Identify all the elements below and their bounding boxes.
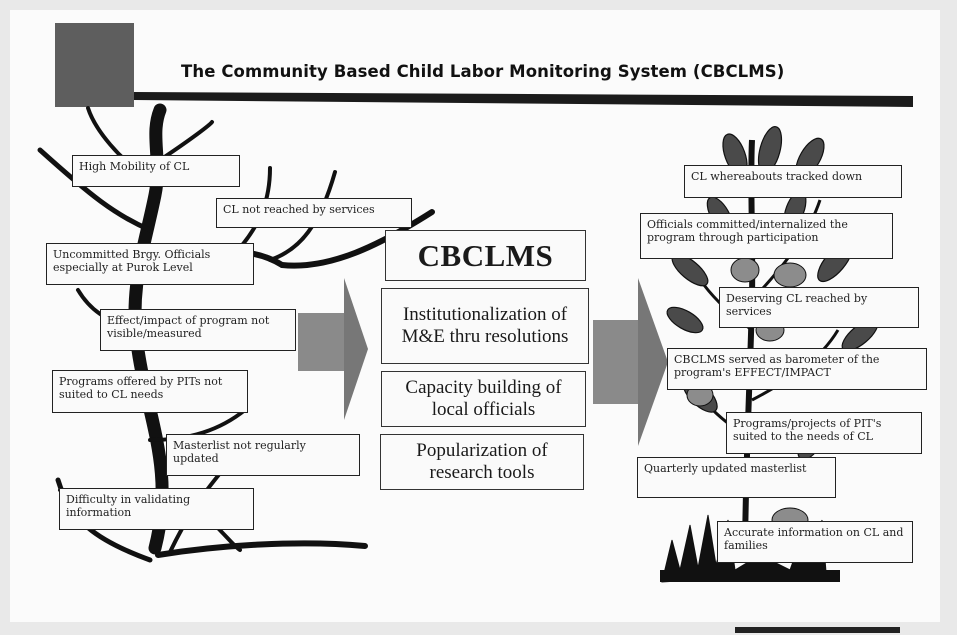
outcome-box-officials-committed: Officials committed/internalized the pro… [640,213,893,259]
outcome-box-programs-suited: Programs/projects of PIT's suited to the… [726,412,922,454]
corner-square [55,23,134,107]
right-arrow [593,278,668,446]
problem-label: Difficulty in validating information [66,493,191,519]
outcome-label: Quarterly updated masterlist [644,462,807,475]
problem-box-programs-not-suited: Programs offered by PITs not suited to C… [52,370,248,413]
strategy-box-institutionalization: Institutionalization of M&E thru resolut… [381,288,589,364]
problem-label: High Mobility of CL [79,160,190,173]
problem-label: Effect/impact of program not visible/mea… [107,314,270,340]
problem-box-not-reached: CL not reached by services [216,198,412,228]
problem-box-effect-not-visible: Effect/impact of program not visible/mea… [100,309,296,351]
problem-label: Masterlist not regularly updated [173,439,306,465]
slide-title: The Community Based Child Labor Monitori… [181,62,785,81]
strategy-box-capacity-building: Capacity building of local officials [381,371,586,427]
outcome-box-deserving-cl: Deserving CL reached by services [719,287,919,328]
problem-box-masterlist: Masterlist not regularly updated [166,434,360,476]
strategy-label: Institutionalization of M&E thru resolut… [401,304,569,347]
outcome-label: CBCLMS served as barometer of the progra… [674,353,880,379]
problem-box-uncommitted-officials: Uncommitted Brgy. Officials especially a… [46,243,254,285]
strategy-label: Capacity building of local officials [405,377,562,420]
outcome-label: Deserving CL reached by services [726,292,868,318]
outcome-label: CL whereabouts tracked down [691,170,863,183]
problem-label: CL not reached by services [223,203,375,216]
problem-box-validating-info: Difficulty in validating information [59,488,254,530]
cbclms-heading: CBCLMS [385,230,586,281]
outcome-box-whereabouts: CL whereabouts tracked down [684,165,902,198]
bottom-bar [735,627,900,633]
strategy-label: Popularization of research tools [416,440,548,483]
left-arrow [298,278,368,420]
outcome-label: Accurate information on CL and families [724,526,904,552]
outcome-label: Officials committed/internalized the pro… [647,218,848,244]
title-underline [134,92,913,107]
outcome-box-accurate-info: Accurate information on CL and families [717,521,913,563]
strategy-box-popularization: Popularization of research tools [380,434,584,490]
outcome-label: Programs/projects of PIT's suited to the… [733,417,882,443]
problem-label: Uncommitted Brgy. Officials especially a… [53,248,211,274]
problem-label: Programs offered by PITs not suited to C… [59,375,223,401]
problem-box-high-mobility: High Mobility of CL [72,155,240,187]
cbclms-heading-text: CBCLMS [417,237,554,273]
outcome-box-barometer: CBCLMS served as barometer of the progra… [667,348,927,390]
outcome-box-masterlist: Quarterly updated masterlist [637,457,836,498]
